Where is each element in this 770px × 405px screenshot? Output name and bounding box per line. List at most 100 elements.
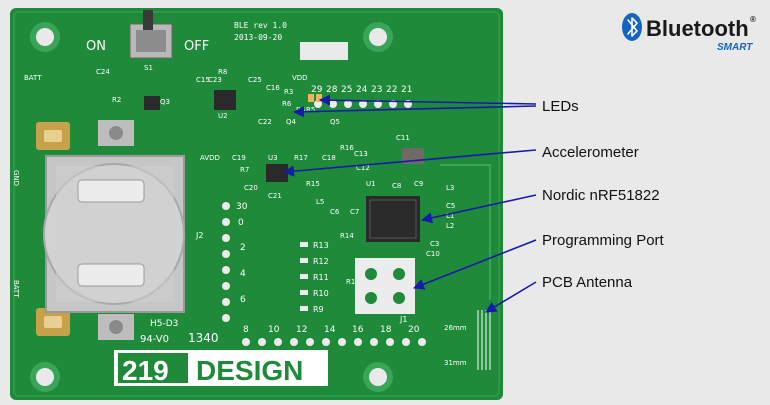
header-bottom-label: 18 [380,325,392,335]
cert-top: H5-D3 [150,319,178,329]
batt-label-top: BATT [24,74,42,82]
resistor-label: R13 [313,241,329,250]
header-bottom-label: 16 [352,325,364,335]
brand-number: 219 [122,355,169,386]
callout-leds: LEDs [542,98,579,115]
header-left-label: 2 [240,243,246,253]
header-top-label: 21 [401,85,412,95]
bluetooth-logo: Bluetooth ® SMART [622,13,756,53]
part-label: C22 [258,118,272,126]
nrf51822-chip [366,196,420,242]
holder-ref: J2 [195,231,203,240]
part-label: C9 [414,180,423,188]
bluetooth-rune-icon [622,13,642,41]
header-bottom-label: 8 [243,325,249,335]
bluetooth-wordmark: Bluetooth [646,16,749,41]
resistor-label: R10 [313,289,329,298]
header-left-label: 6 [240,295,246,305]
callout-accelerometer: Accelerometer [542,144,639,161]
batt-label-side: BATT [12,280,20,298]
resistor-label: R11 [313,273,329,282]
regulator-chip [214,90,236,110]
left-header-labels: 30 0 2 4 6 [236,202,248,305]
coin-cell-holder [43,155,185,313]
part-label: L5 [316,198,324,206]
header-top-label: 24 [356,85,368,95]
bluetooth-smart-tagline: SMART [717,42,753,53]
callout-pcb-antenna: PCB Antenna [542,274,633,291]
part-label: C6 [330,208,340,216]
programming-port [355,258,415,314]
bottom-header-labels: 8 10 12 14 16 18 20 [243,325,420,335]
header-top-label: 29 [311,85,323,95]
part-label: C20 [244,184,258,192]
part-label: C24 [96,68,110,76]
header-top-label: 22 [386,85,397,95]
resistor-label: R12 [313,257,329,266]
header-bottom-label: 14 [324,325,336,335]
header-top-label: 23 [371,85,382,95]
power-switch [129,10,173,59]
top-header-pins [314,100,412,108]
part-label: Q5 [330,118,340,126]
brand-name: DESIGN [196,355,303,386]
cert-bottom: 94-V0 [140,334,169,345]
switch-on-label: ON [86,39,106,54]
port-ref: J1 [399,315,407,324]
header-bottom-label: 12 [296,325,307,335]
header-left-label: 30 [236,202,248,212]
transistor-q3 [144,96,160,110]
part-designators: C24 R2 Q3 C15 C23 R8 U2 C25 C16 R3 R4 R5… [96,68,455,286]
left-header-pins [222,202,230,322]
part-label: C15 [196,76,210,84]
board-revision: BLE rev 1.0 [234,21,287,30]
part-label: C11 [396,134,410,142]
part-label: R3 [284,88,293,96]
part-label: R1 [346,278,355,286]
part-label: R6 [282,100,292,108]
callout-nordic-chip: Nordic nRF51822 [542,187,660,204]
part-label: C7 [350,208,359,216]
switch-off-label: OFF [184,39,209,54]
avdd-label: AVDD [200,154,220,162]
part-label: R17 [294,154,308,162]
part-label: R5 [306,106,315,114]
board-date: 2013-09-20 [234,33,282,42]
part-label: C3 [430,240,439,248]
part-label: C23 [208,76,222,84]
part-label: R8 [218,68,227,76]
part-label: R4 [296,106,306,114]
switch-ref: S1 [144,64,153,72]
part-label: Q3 [160,98,170,106]
label-sticker [300,42,348,60]
part-label: C19 [232,154,246,162]
part-label: C25 [248,76,262,84]
header-bottom-label: 20 [408,325,420,335]
dim-31: 31mm [444,359,467,367]
part-label: R15 [306,180,320,188]
vdd-label: VDD [292,74,308,82]
part-label: C13 [354,150,368,158]
top-header-labels: 29 28 25 24 23 22 21 [311,85,412,95]
part-label: R16 [340,144,354,152]
header-top-label: 25 [341,85,352,95]
part-label: R2 [112,96,121,104]
part-label: C10 [426,250,440,258]
part-label: C8 [392,182,401,190]
part-label: C16 [266,84,280,92]
part-label: C5 [446,202,455,210]
part-label: U2 [218,112,228,120]
bottom-header-pins [242,338,426,346]
header-left-label: 0 [238,218,244,228]
pcb-antenna [440,164,491,370]
part-label: C18 [322,154,336,162]
part-label: L1 [446,212,454,220]
callout-lines [282,94,537,313]
part-label: C21 [268,192,282,200]
pcb-edge [13,11,500,397]
mounting-holes [30,22,393,392]
part-label: L3 [446,184,454,192]
header-bottom-label: 10 [268,325,280,335]
part-label: R7 [240,166,249,174]
